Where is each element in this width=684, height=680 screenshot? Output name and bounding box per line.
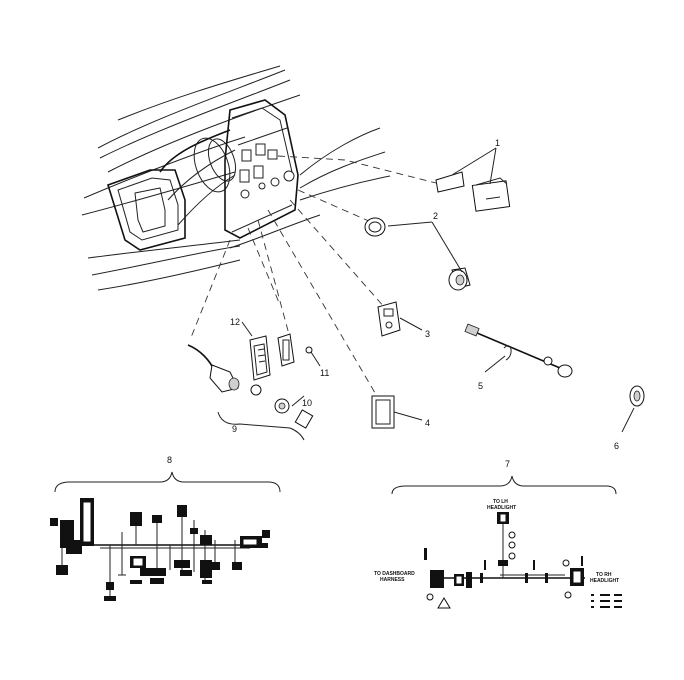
leader-lines	[189, 155, 437, 399]
wiring-schematic-left	[50, 498, 270, 601]
callout-10: 10	[302, 398, 312, 408]
label-to-lh-headlight-line1: TO LH	[493, 499, 508, 505]
label-to-dashboard-harness-line2: HARNESS	[380, 577, 405, 583]
callout-8: 8	[167, 455, 172, 465]
part-3-switch-plate	[377, 301, 423, 337]
brace-8	[54, 471, 281, 493]
label-to-lh-headlight-line2: HEADLIGHT	[487, 505, 516, 511]
callout-5: 5	[478, 381, 483, 391]
label-to-dashboard-harness-line1: TO DASHBOARD	[374, 571, 415, 577]
part-4-placard	[371, 395, 423, 429]
part-11-screw	[305, 346, 321, 367]
brace-7	[391, 475, 617, 495]
callout-numbers: 1 2 3 4 5 6 7 8 9 10 11 12	[167, 138, 619, 469]
callout-6: 6	[614, 441, 619, 451]
part-12-switch-and-bezel	[241, 321, 295, 381]
part-9-ignition-key-switch	[187, 344, 314, 441]
callout-3: 3	[425, 329, 430, 339]
wiring-schematic-right: TO LH HEADLIGHT TO RH HEADLIGHT TO DASHB…	[374, 499, 622, 609]
label-to-rh-headlight-line1: TO RH	[596, 572, 612, 578]
part-6-grommet	[621, 385, 645, 433]
part-5-choke-cable	[464, 323, 573, 378]
callout-12: 12	[230, 317, 240, 327]
label-to-rh-headlight-line2: HEADLIGHT	[590, 578, 619, 584]
hull-dashboard-illustration	[81, 65, 391, 291]
callout-9: 9	[232, 424, 237, 434]
callout-2: 2	[433, 211, 438, 221]
callout-1: 1	[495, 138, 500, 148]
part-10-nut	[291, 395, 305, 407]
part-2-outlet-and-ring	[364, 217, 471, 291]
callout-7: 7	[505, 459, 510, 469]
callout-11: 11	[320, 368, 329, 378]
part-1-switch-bezel	[435, 147, 511, 212]
callout-4: 4	[425, 418, 430, 428]
